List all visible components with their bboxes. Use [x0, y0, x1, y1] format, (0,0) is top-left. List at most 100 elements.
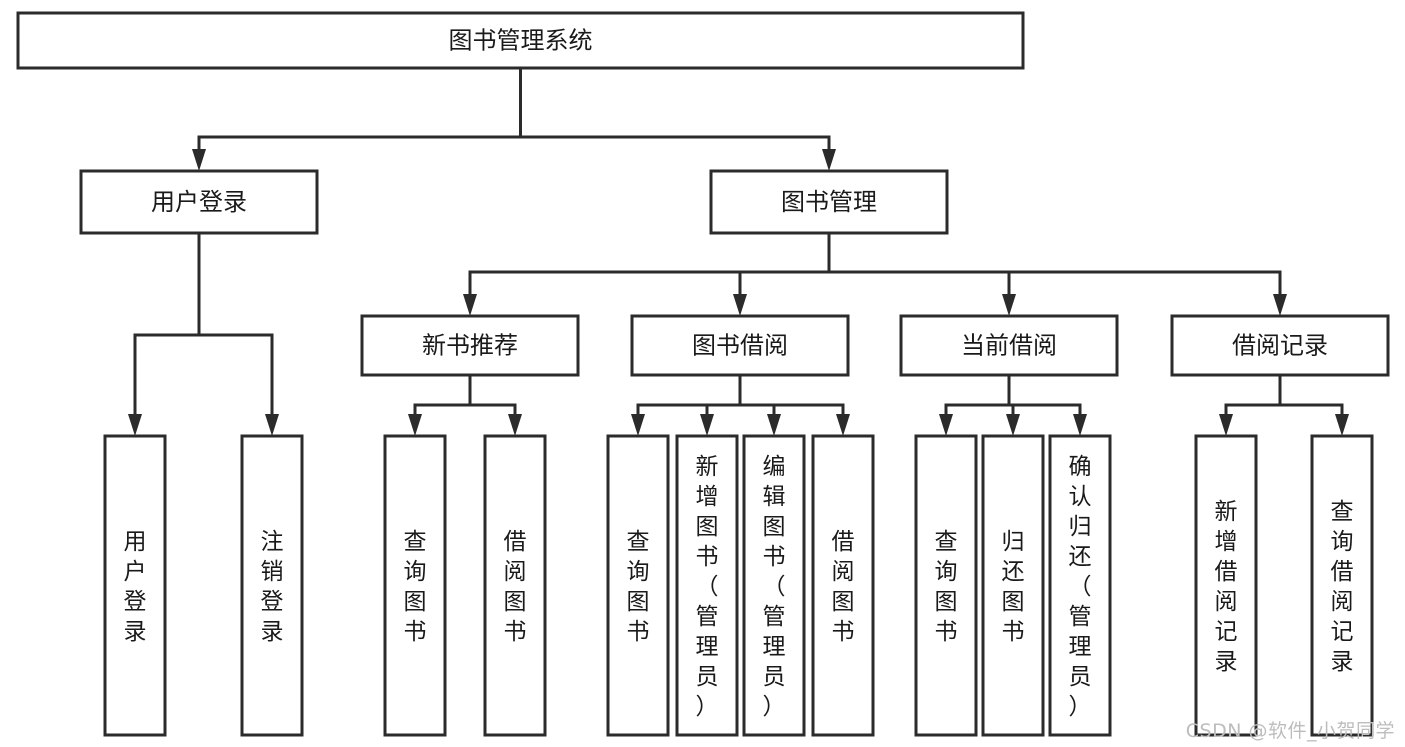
edge-借阅记录-to-leaf-11	[1219, 375, 1282, 436]
node-rect[interactable]	[360, 314, 580, 377]
node-借阅图书-leaf-7[interactable]: 借阅图书	[811, 434, 875, 737]
node-注销登录-leaf-1[interactable]: 注销登录	[240, 434, 304, 737]
node-label: 图书管理系统	[449, 27, 593, 55]
node-rect[interactable]	[811, 434, 875, 737]
node-rect[interactable]	[1310, 434, 1374, 737]
node-新增借阅记录-leaf-11[interactable]: 新增借阅记录	[1194, 434, 1258, 737]
node-label: 确认归还（管理员）	[1069, 454, 1092, 720]
node-rect[interactable]	[483, 434, 547, 737]
node-图书借阅-level3[interactable]: 图书借阅	[630, 314, 850, 377]
arrowhead-icon	[508, 414, 522, 436]
connector-line	[519, 68, 831, 149]
connector-line	[827, 233, 1011, 294]
node-查询图书-leaf-8[interactable]: 查询图书	[914, 434, 978, 737]
connector-line	[197, 233, 274, 414]
node-查询图书-leaf-2[interactable]: 查询图书	[383, 434, 447, 737]
node-rect[interactable]	[79, 169, 319, 235]
node-label: 图书管理	[781, 188, 877, 216]
node-label: 查询图书	[404, 529, 427, 645]
node-rect[interactable]	[16, 11, 1025, 70]
arrowhead-icon	[1006, 414, 1020, 436]
edge-用户登录-to-leaf-0	[128, 233, 201, 436]
arrowhead-icon	[836, 414, 850, 436]
edge-tushuguanli-to-图书借阅	[733, 233, 831, 316]
node-label: 新增借阅记录	[1215, 499, 1238, 675]
node-新增图书管理员-leaf-5[interactable]: 新增图书（管理员）	[675, 434, 739, 737]
connector-line	[827, 233, 1282, 294]
node-rect[interactable]	[240, 434, 304, 737]
node-图书管理-level2[interactable]: 图书管理	[709, 169, 949, 235]
connector-line	[468, 375, 517, 414]
node-root-图书管理系统[interactable]: 图书管理系统	[16, 11, 1025, 70]
edge-图书借阅-to-leaf-7	[738, 375, 850, 436]
connector-line	[468, 233, 831, 294]
connector-line	[705, 375, 742, 414]
arrowhead-icon	[822, 149, 836, 171]
connector-line	[738, 375, 845, 414]
node-label: 新书推荐	[422, 332, 518, 360]
node-label: 借阅记录	[1232, 332, 1328, 360]
edge-借阅记录-to-leaf-12	[1278, 375, 1349, 436]
node-rect[interactable]	[1048, 434, 1112, 737]
arrowhead-icon	[1219, 414, 1233, 436]
node-rect[interactable]	[675, 434, 739, 737]
arrowhead-icon	[939, 414, 953, 436]
node-rect[interactable]	[914, 434, 978, 737]
arrowhead-icon	[463, 294, 477, 316]
node-label: 编辑图书（管理员）	[763, 454, 786, 720]
arrowhead-icon	[128, 414, 142, 436]
node-查询借阅记录-leaf-12[interactable]: 查询借阅记录	[1310, 434, 1374, 737]
node-label: 用户登录	[151, 188, 247, 216]
edge-图书借阅-to-leaf-5	[700, 375, 742, 436]
arrowhead-icon	[631, 414, 645, 436]
connector-line	[1224, 375, 1282, 414]
edge-tushuguanli-to-借阅记录	[827, 233, 1287, 316]
connector-line	[1007, 375, 1082, 414]
connector-line	[413, 375, 472, 414]
node-rect[interactable]	[899, 314, 1119, 377]
node-rect[interactable]	[981, 434, 1045, 737]
node-新书推荐-level3[interactable]: 新书推荐	[360, 314, 580, 377]
node-用户登录-leaf-0[interactable]: 用户登录	[103, 434, 167, 737]
node-编辑图书管理员-leaf-6[interactable]: 编辑图书（管理员）	[742, 434, 806, 737]
node-label: 查询图书	[627, 529, 650, 645]
node-label: 新增图书（管理员）	[696, 454, 719, 720]
node-rect[interactable]	[1170, 314, 1390, 377]
arrowhead-icon	[1335, 414, 1349, 436]
node-确认归还管理员-leaf-10[interactable]: 确认归还（管理员）	[1048, 434, 1112, 737]
node-rect[interactable]	[709, 169, 949, 235]
node-label: 当前借阅	[961, 332, 1057, 360]
node-借阅图书-leaf-3[interactable]: 借阅图书	[483, 434, 547, 737]
edge-root-to-用户登录	[192, 68, 522, 171]
node-label: 归还图书	[1002, 529, 1025, 645]
connector-line	[1278, 375, 1344, 414]
edge-layer	[128, 68, 1349, 436]
connector-line	[133, 233, 201, 414]
node-rect[interactable]	[606, 434, 670, 737]
arrowhead-icon	[733, 294, 747, 316]
node-rect[interactable]	[383, 434, 447, 737]
node-借阅记录-level3[interactable]: 借阅记录	[1170, 314, 1390, 377]
edge-tushuguanli-to-当前借阅	[827, 233, 1016, 316]
node-归还图书-leaf-9[interactable]: 归还图书	[981, 434, 1045, 737]
node-label: 注销登录	[261, 529, 284, 645]
node-用户登录-level2[interactable]: 用户登录	[79, 169, 319, 235]
node-label: 借阅图书	[504, 529, 527, 645]
arrowhead-icon	[700, 414, 714, 436]
arrowhead-icon	[1273, 294, 1287, 316]
arrowhead-icon	[1073, 414, 1087, 436]
node-当前借阅-level3[interactable]: 当前借阅	[899, 314, 1119, 377]
node-查询图书-leaf-4[interactable]: 查询图书	[606, 434, 670, 737]
edge-用户登录-to-leaf-1	[197, 233, 279, 436]
node-rect[interactable]	[742, 434, 806, 737]
connector-line	[738, 233, 831, 294]
connector-line	[738, 375, 776, 414]
edge-tushuguanli-to-新书推荐	[463, 233, 831, 316]
node-rect[interactable]	[103, 434, 167, 737]
arrowhead-icon	[192, 149, 206, 171]
node-rect[interactable]	[1194, 434, 1258, 737]
node-rect[interactable]	[630, 314, 850, 377]
arrowhead-icon	[408, 414, 422, 436]
